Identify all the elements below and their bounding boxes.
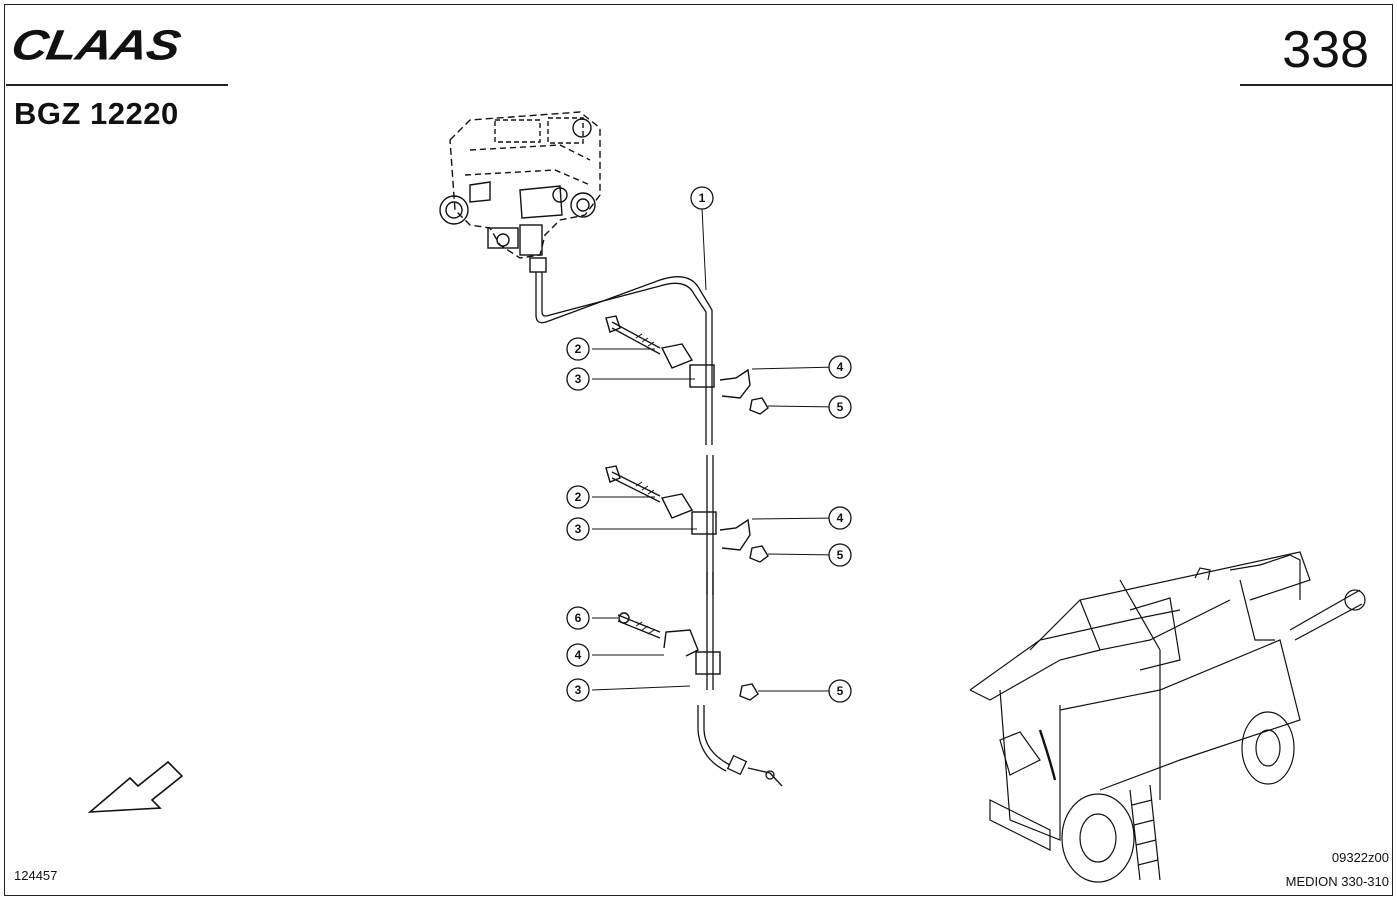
- callout-circles: [566, 186, 852, 703]
- callout-5c-label: 5: [837, 684, 844, 698]
- leader-lines: [591, 207, 839, 692]
- callout-2b-label: 2: [575, 490, 582, 504]
- callout-6-label: 6: [575, 611, 582, 625]
- callout-5c: [828, 679, 852, 703]
- callout-2b: [566, 485, 590, 509]
- callout-2a: [566, 337, 590, 361]
- page-number-divider: [1240, 84, 1393, 86]
- page-number: 338: [1282, 21, 1369, 79]
- callout-5b: [828, 543, 852, 567]
- callout-5a-label: 5: [837, 400, 844, 414]
- callout-4b-label: 4: [837, 511, 844, 525]
- callout-5a: [828, 395, 852, 419]
- document-code: BGZ 12220: [14, 96, 179, 131]
- clamp-group-lower: [617, 612, 759, 701]
- drawing-reference: 124457: [14, 868, 58, 883]
- callout-2a-label: 2: [575, 342, 582, 356]
- callout-3a: [566, 367, 590, 391]
- callout-3b: [566, 517, 590, 541]
- combine-harvester-illustration: [969, 551, 1366, 883]
- callout-1-label: 1: [699, 191, 706, 205]
- hydraulic-pipe: [535, 272, 783, 787]
- callout-4c-label: 4: [575, 648, 582, 662]
- callout-4b: [828, 506, 852, 530]
- callout-4a: [828, 355, 852, 379]
- direction-arrow-icon: [87, 760, 184, 813]
- callout-3c: [566, 678, 590, 702]
- brand-divider: [6, 84, 228, 86]
- callout-3b-label: 3: [575, 522, 582, 536]
- callout-4c: [566, 643, 590, 667]
- illustration-code: 09322z00: [1331, 850, 1389, 865]
- callout-3a-label: 3: [575, 372, 582, 386]
- clamp-group-upper: [605, 315, 769, 415]
- callout-1: [690, 186, 714, 210]
- callout-3c-label: 3: [575, 683, 582, 697]
- clamp-group-middle: [605, 465, 769, 563]
- valve-block: [439, 111, 601, 273]
- model-designation: MEDION 330-310: [1285, 874, 1389, 889]
- callout-5b-label: 5: [837, 548, 844, 562]
- page-frame: [4, 4, 1393, 896]
- callout-4a-label: 4: [837, 360, 844, 374]
- callout-6: [566, 606, 590, 630]
